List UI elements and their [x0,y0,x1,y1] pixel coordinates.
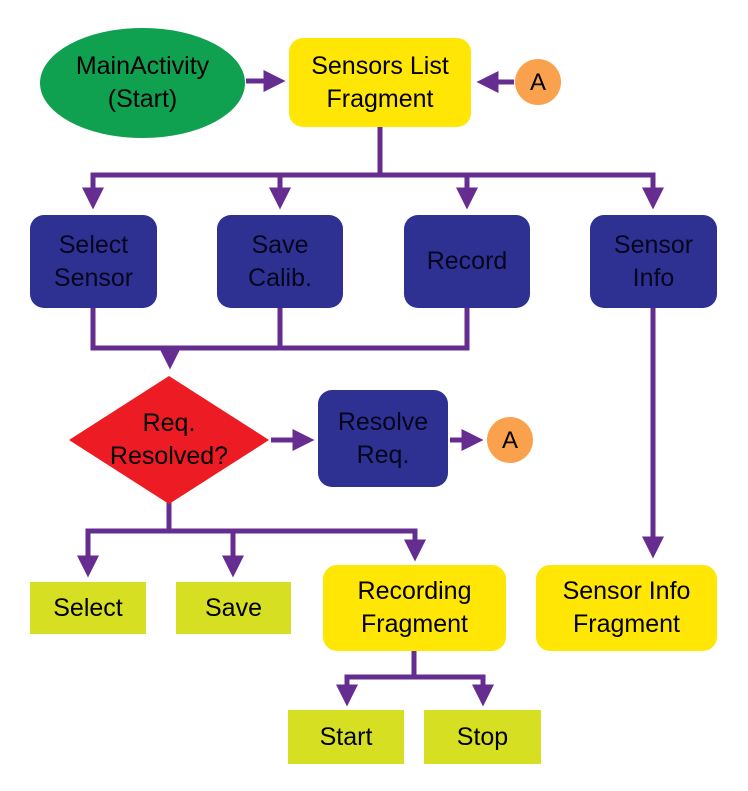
node-label: Sensor Info [562,577,691,605]
node-recording-fragment: Recording Fragment [323,565,506,651]
node-label: Record [426,247,508,275]
node-label: Sensors List [311,51,449,80]
node-label: MainActivity [75,52,210,80]
node-resolve-req: Resolve Req. [318,390,448,487]
node-connector-a-mid: A [487,417,533,463]
node-sensor-info: Sensor Info [590,215,717,308]
node-select: Select [30,582,146,634]
node-label: A [501,426,518,454]
node-label: Fragment [361,610,468,638]
node-label: A [529,68,546,96]
node-label: Select [53,593,123,622]
node-label: Resolve [337,407,429,436]
node-label: Req. [356,440,410,469]
node-label: Save [251,230,309,259]
node-label: Save [205,593,262,622]
node-label: (Start) [107,85,178,113]
node-select-sensor: Select Sensor [30,215,157,308]
node-main-activity: MainActivity (Start) [40,28,245,138]
node-sensors-list-fragment: Sensors List Fragment [289,38,471,127]
node-save-calib: Save Calib. [217,215,343,308]
node-stop: Stop [424,710,541,764]
node-label: Start [319,722,373,751]
node-label: Sensor [53,263,134,292]
node-label: Fragment [326,84,434,113]
node-label: Fragment [573,610,680,638]
node-label: Recording [357,577,472,605]
node-label: Info [632,263,675,292]
node-connector-a-top: A [515,59,561,105]
node-label: Calib. [248,263,312,292]
node-save: Save [176,582,291,634]
node-label: Req. [142,409,196,437]
node-record: Record [404,215,530,308]
node-label: Sensor [613,230,694,259]
node-label: Resolved? [109,442,229,470]
node-start: Start [288,710,404,764]
node-label: Stop [456,722,509,751]
node-label: Select [58,230,129,259]
node-sensor-info-fragment: Sensor Info Fragment [536,565,717,651]
